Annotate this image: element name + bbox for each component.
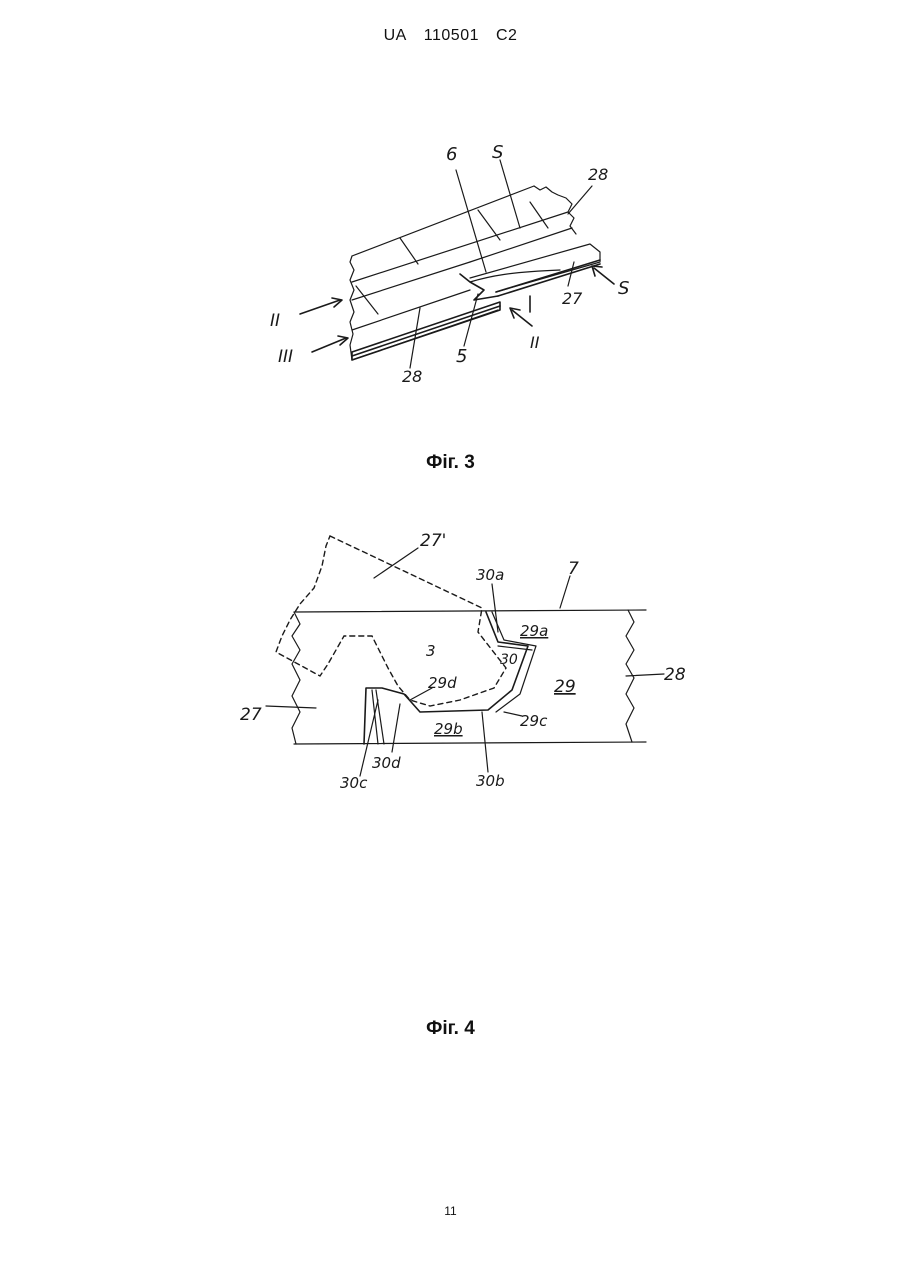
fig4-ghost-panel-27prime: [276, 536, 506, 706]
fig4-leader: [560, 576, 570, 608]
fig4-top-surface: [294, 610, 646, 612]
fig4-label-30a: 30a: [476, 566, 504, 584]
fig4-label-30d: 30d: [372, 754, 401, 772]
figure-4-caption: Фіг. 4: [0, 1018, 901, 1040]
fig4-label-7: 7: [568, 559, 579, 579]
fig4-label-30b: 30b: [476, 772, 505, 790]
fig4-leader: [374, 548, 418, 578]
page-number: 11: [0, 1204, 901, 1218]
fig4-label-29c: 29c: [520, 712, 548, 730]
fig4-leader: [482, 712, 488, 772]
fig4-label-30c: 30c: [340, 774, 368, 792]
fig4-label-28: 28: [664, 665, 686, 685]
fig4-leader: [492, 584, 498, 632]
fig4-label-3: 3: [426, 642, 436, 660]
fig4-label-27prime: 27': [420, 531, 446, 551]
fig4-leader: [392, 704, 400, 752]
fig4-label-29: 29: [554, 677, 576, 697]
fig4-bottom-surface: [294, 742, 646, 744]
fig4-label-27: 27: [240, 705, 262, 725]
fig4-leader: [266, 706, 316, 708]
fig4-label-29b: 29b: [434, 720, 463, 738]
fig4-break-left: [292, 612, 300, 744]
fig4-label-29d: 29d: [428, 674, 457, 692]
fig4-label-30: 30: [500, 652, 518, 668]
fig4-label-29a: 29a: [520, 622, 548, 640]
